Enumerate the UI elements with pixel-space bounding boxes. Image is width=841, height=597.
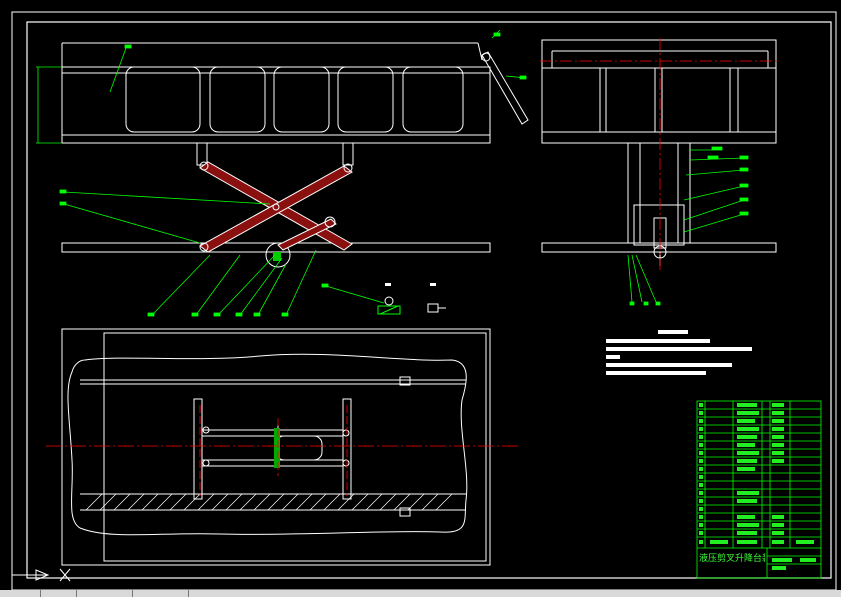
status-bar xyxy=(0,590,841,597)
title-block xyxy=(696,400,822,579)
front-leaders xyxy=(36,29,527,317)
ucs-icon xyxy=(12,568,71,582)
side-leaders xyxy=(627,146,749,306)
status-segment[interactable] xyxy=(0,590,41,597)
tabletop xyxy=(61,66,491,144)
status-segment[interactable] xyxy=(132,590,189,597)
detail-parts xyxy=(377,283,446,315)
parts-list-text-blocks xyxy=(699,403,816,570)
scissor-arms xyxy=(199,161,353,261)
drawing-frame xyxy=(11,11,837,591)
side-centerlines xyxy=(540,38,778,270)
front-view xyxy=(61,42,529,268)
status-segment[interactable] xyxy=(76,590,133,597)
top-view-details xyxy=(202,426,350,468)
side-view xyxy=(541,39,777,266)
top-centerlines xyxy=(46,405,518,496)
status-segment[interactable] xyxy=(40,590,77,597)
drawing-title: 液压剪叉升降台装配图 xyxy=(699,554,765,564)
base-frame xyxy=(61,242,491,253)
technical-requirements xyxy=(606,330,752,375)
top-view-hatch xyxy=(85,493,453,511)
